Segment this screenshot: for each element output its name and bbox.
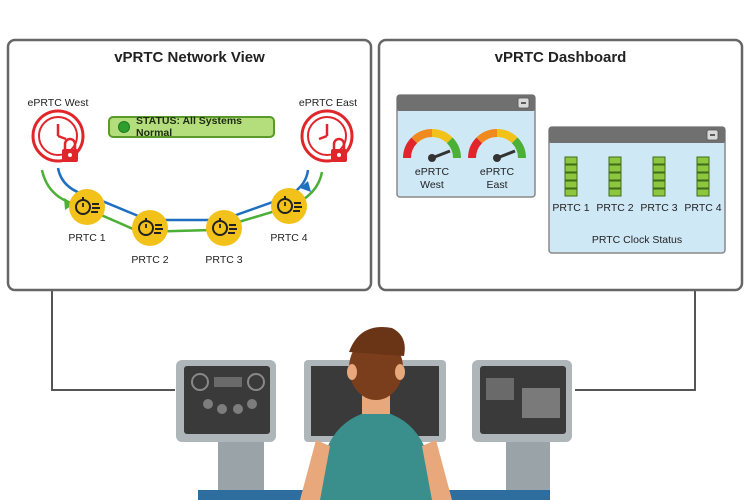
status-bar-segment xyxy=(564,164,578,173)
status-bar-segment xyxy=(564,188,578,197)
status-bar-segment xyxy=(608,156,622,165)
clock-status-label-4: PRTC 4 xyxy=(684,202,722,214)
prtc-node-3-icon xyxy=(206,210,242,246)
prtc-node-2-icon xyxy=(132,210,168,246)
prtc-node-1-label: PRTC 1 xyxy=(68,232,106,244)
prtc-node-2-label: PRTC 2 xyxy=(131,254,169,266)
status-bar-segment xyxy=(564,172,578,181)
status-bar-segment xyxy=(608,172,622,181)
prtc-node-4-label: PRTC 4 xyxy=(270,232,308,244)
clock-status-label-2: PRTC 2 xyxy=(596,202,634,214)
eprtc-west-clock-icon xyxy=(31,109,85,163)
gauge-east-icon xyxy=(467,128,527,162)
status-bar-segment xyxy=(652,156,666,165)
gauge-east-label-line2: East xyxy=(486,179,508,191)
network-link-blue xyxy=(56,167,310,222)
prtc-node-1-icon xyxy=(69,189,105,225)
gauge-west-label-line1: ePRTC xyxy=(414,166,450,178)
gauge-widget xyxy=(396,94,536,198)
connector-line-left xyxy=(51,290,175,391)
gauge-east-label-line1: ePRTC xyxy=(479,166,515,178)
clock-status-caption: PRTC Clock Status xyxy=(591,234,683,246)
prtc-node-3-label: PRTC 3 xyxy=(205,254,243,266)
connector-line-right xyxy=(575,290,696,391)
operator-figure xyxy=(300,327,452,500)
network-view-title: vPRTC Network View xyxy=(114,49,265,66)
eprtc-east-label: ePRTC East xyxy=(298,97,358,109)
status-bar-segment xyxy=(652,188,666,197)
arrow-west xyxy=(64,198,74,210)
status-bar-segment xyxy=(652,164,666,173)
status-bar-segment xyxy=(608,180,622,189)
right-console xyxy=(472,360,572,490)
status-bar-segment xyxy=(696,180,710,189)
clock-status-widget xyxy=(548,126,726,254)
status-bar-segment xyxy=(696,188,710,197)
status-bars xyxy=(564,156,710,197)
network-link-green xyxy=(40,169,324,234)
status-bar-segment xyxy=(696,156,710,165)
status-dot-icon xyxy=(118,121,130,133)
prtc-node-4-icon xyxy=(271,188,307,224)
left-console xyxy=(176,360,276,490)
status-bar-segment xyxy=(652,180,666,189)
status-bar-segment xyxy=(608,164,622,173)
gauge-west-icon xyxy=(402,128,462,162)
status-bar-segment xyxy=(608,188,622,197)
status-badge: STATUS: All Systems Normal xyxy=(108,115,275,139)
network-view-panel xyxy=(6,38,373,292)
status-text: STATUS: All Systems Normal xyxy=(136,115,242,139)
clock-status-label-1: PRTC 1 xyxy=(552,202,590,214)
status-bar-segment xyxy=(696,164,710,173)
eprtc-east-clock-icon xyxy=(300,109,354,163)
arrow-east xyxy=(300,181,311,192)
dashboard-title: vPRTC Dashboard xyxy=(494,49,627,66)
gauge-west-label-line2: West xyxy=(420,179,444,191)
status-bar-segment xyxy=(652,172,666,181)
status-bar-segment xyxy=(564,180,578,189)
status-bar-segment xyxy=(564,156,578,165)
clock-status-label-3: PRTC 3 xyxy=(640,202,678,214)
eprtc-west-label: ePRTC West xyxy=(27,97,89,109)
status-bar-segment xyxy=(696,172,710,181)
